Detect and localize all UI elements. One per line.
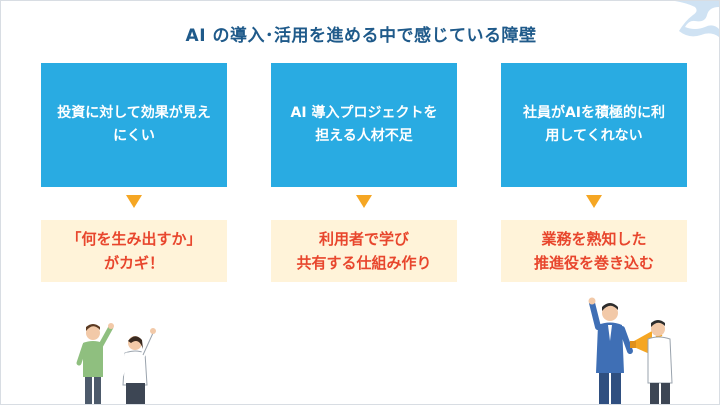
challenge-text-line2: にくい [113,128,155,144]
page-title: AI の導入･活用を進める中で感じている障壁 [185,26,537,46]
challenge-box-2: AI 導入プロジェクトを 担える人材不足 [271,63,457,187]
down-arrow-icon [586,195,602,208]
cheering-people-icon [76,323,156,404]
solution-text-line2: がカギ！ [103,254,164,272]
barrier-column-2: AI 導入プロジェクトを 担える人材不足 利用者で学び 共有する仕組み作り [271,63,457,282]
megaphone-businessman-icon [588,297,673,404]
solution-text-line2: 推進役を巻き込む [533,254,654,272]
solution-text-line1: 「何を生み出すか」 [66,230,202,248]
solution-box-3: 業務を熟知した 推進役を巻き込む [501,220,687,282]
challenge-box-3: 社員がAIを積極的に利 用してくれない [501,63,687,187]
challenge-text-line1: 社員がAIを積極的に利 [522,105,666,121]
barrier-column-3: 社員がAIを積極的に利 用してくれない 業務を熟知した 推進役を巻き込む [501,63,687,282]
challenge-text-line2: 担える人材不足 [315,128,413,144]
corner-swoosh-icon [675,1,719,37]
down-arrow-icon [126,195,142,208]
challenge-text-line1: AI 導入プロジェクトを [290,105,438,121]
solution-box-1: 「何を生み出すか」 がカギ！ [41,220,227,282]
challenge-box-1: 投資に対して効果が見え にくい [41,63,227,187]
solution-text-line1: 業務を熟知した [541,230,647,248]
challenge-text-line1: 投資に対して効果が見え [57,105,211,121]
solution-text-line2: 共有する仕組み作り [296,254,432,272]
down-arrow-icon [356,195,372,208]
barrier-column-1: 投資に対して効果が見え にくい 「何を生み出すか」 がカギ！ [41,63,227,282]
solution-box-2: 利用者で学び 共有する仕組み作り [271,220,457,282]
solution-text-line1: 利用者で学び [318,230,409,248]
challenge-text-line2: 用してくれない [545,128,643,144]
